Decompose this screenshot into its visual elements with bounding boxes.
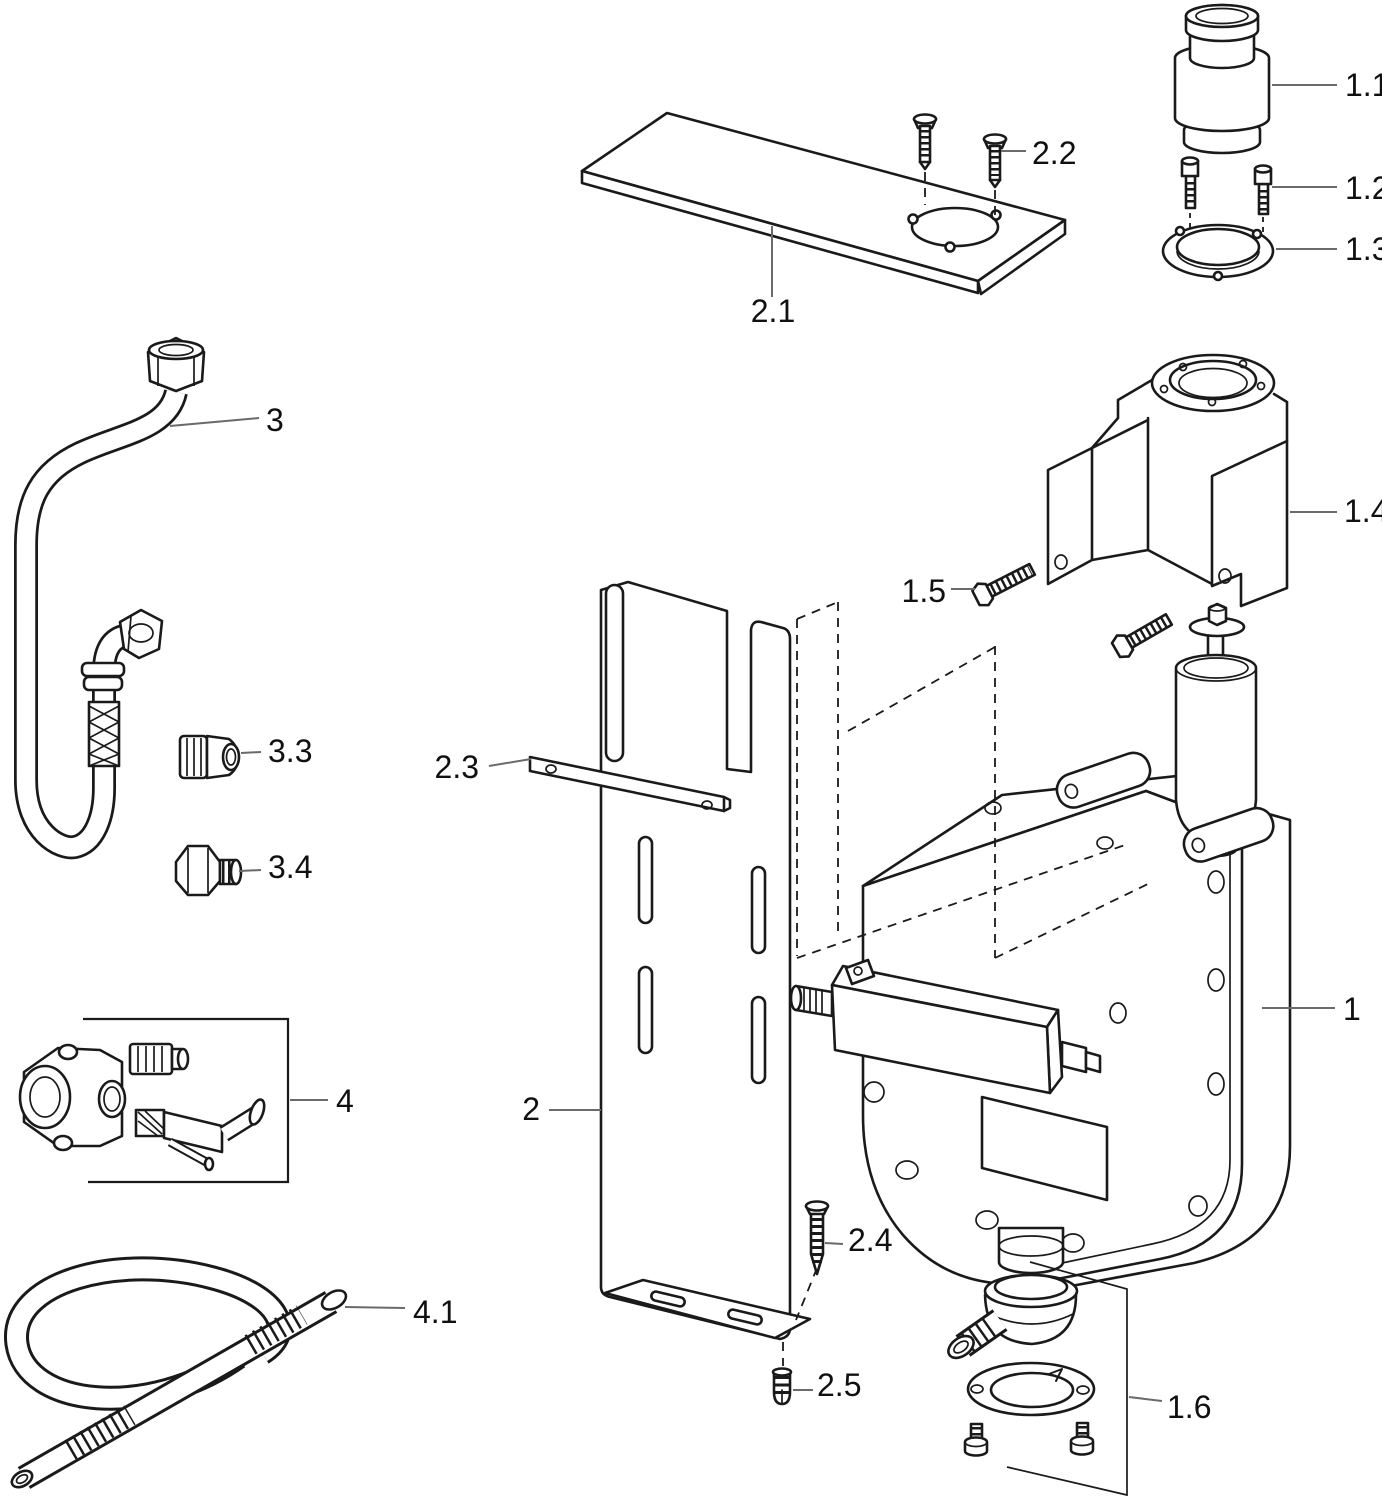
hinge-lug [1055, 751, 1152, 809]
hex-nut-icon [118, 608, 164, 660]
part-2-2-screws [912, 113, 1008, 215]
part-3-4-nut [174, 844, 243, 897]
part-label-3: 3 [266, 402, 284, 438]
part-label-2: 2 [522, 1091, 540, 1127]
kit-bracket-box [83, 1017, 290, 1184]
hex-nut-icon [146, 336, 206, 393]
part-3-connection-pipe [13, 336, 206, 860]
part-2-3-retainer-strip [528, 755, 732, 813]
projection-dashes [782, 601, 1153, 1366]
pin-and-spring [134, 1098, 266, 1172]
register-connector [1084, 1050, 1102, 1074]
cover-plate-front-edge [580, 169, 980, 295]
callouts-layer: 1.1 1.2 1.3 2.2 2.1 3 1.4 1.5 2.3 3.3 3.4 1 2 4 2.4 4.1… [169, 67, 1382, 1425]
leader-line-3.4 [238, 869, 262, 872]
cover-plate-hole [910, 206, 1000, 248]
hole-tab [990, 209, 1002, 221]
bracket-slot [637, 965, 654, 1055]
part-1-5-hex-bolt [971, 562, 1037, 607]
flathead-screw [982, 133, 1008, 215]
part-1-3-retaining-ring [1161, 223, 1275, 282]
part-label-1.4: 1.4 [1344, 493, 1382, 529]
part-label-1: 1 [1343, 991, 1361, 1027]
part-2-wall-bracket [599, 580, 812, 1341]
part-4-1-flexible-hose [4, 1256, 348, 1489]
register-tab [844, 958, 876, 986]
leader-line-1.6 [1128, 1396, 1163, 1402]
braided-section [87, 700, 121, 768]
bracket-slot [750, 865, 767, 955]
part-label-2.3: 2.3 [435, 749, 479, 785]
bracket-flange-ring [1150, 353, 1276, 413]
leader-line-2.4 [824, 1242, 844, 1245]
part-label-1.5: 1.5 [902, 573, 946, 609]
bracket-slot [637, 835, 654, 925]
hole-tab [907, 213, 919, 225]
part-label-1.1: 1.1 [1345, 67, 1382, 103]
part-label-4.1: 4.1 [413, 1294, 457, 1330]
part-1-6-outlet-set [947, 1261, 1128, 1497]
part-label-2.5: 2.5 [817, 1367, 861, 1403]
part-label-3.4: 3.4 [268, 849, 312, 885]
hole-tab [944, 241, 956, 253]
part-1-4-meter-bracket [1046, 353, 1289, 608]
part-label-1.3: 1.3 [1345, 231, 1382, 267]
hex-bolt [1110, 613, 1174, 659]
leader-line-3.3 [240, 751, 262, 754]
cover-rim-line [1047, 834, 1231, 1267]
part-label-4: 4 [336, 1083, 354, 1119]
part-label-1.6: 1.6 [1167, 1389, 1211, 1425]
part-2-1-cover-plate [580, 111, 1067, 296]
outlet-bolt [963, 1422, 989, 1457]
part-2-4-screw [804, 1200, 830, 1276]
pipe-collar [80, 661, 126, 678]
outlet-elbow [947, 1273, 1079, 1360]
socket-screw [1253, 164, 1273, 234]
outlet-bolt [1069, 1421, 1095, 1456]
bracket-panel [599, 580, 792, 1341]
ring-tab [1174, 225, 1186, 237]
part-4-service-kit [18, 1017, 290, 1184]
ring-tab [1212, 270, 1224, 282]
outlet-gasket [966, 1361, 1096, 1417]
threaded-plug [128, 1042, 190, 1076]
foot-slot [727, 1308, 763, 1326]
part-label-3.3: 3.3 [268, 733, 312, 769]
leader-line-2.3 [488, 758, 532, 767]
leader-line-3 [169, 417, 260, 427]
hinge-lug [1182, 806, 1275, 863]
group-box [1006, 1261, 1128, 1497]
cover-bolt-holes [863, 801, 1225, 1253]
bracket-right-leg [1210, 439, 1289, 608]
valve-body [18, 1043, 127, 1152]
bracket-slot [604, 583, 625, 763]
register-box [789, 958, 1102, 1095]
part-label-1.2: 1.2 [1345, 170, 1382, 206]
socket-screw [1180, 156, 1200, 231]
part-1-2-screws [1180, 156, 1273, 234]
bracket-left-leg [1046, 446, 1094, 586]
foot-slot [650, 1290, 686, 1308]
pipe-collar [82, 675, 124, 692]
part-1-1-valve-cap [1173, 3, 1271, 155]
flathead-screw [912, 113, 938, 205]
cover-plate-right-lip [976, 218, 1067, 296]
meter-label-plate [980, 1095, 1109, 1202]
bracket-slot [750, 995, 767, 1085]
ring-tab [1251, 228, 1263, 240]
part-label-2.1: 2.1 [751, 293, 795, 329]
part-label-2.4: 2.4 [848, 1222, 892, 1258]
register-connector [1060, 1040, 1088, 1074]
part-label-2.2: 2.2 [1032, 135, 1076, 171]
part-1-gas-meter [789, 602, 1292, 1296]
part-2-5-wall-plug [771, 1367, 793, 1406]
leader-line-4.1 [344, 1306, 406, 1309]
meter-outlet-stub [997, 1226, 1065, 1275]
part-3-3-adapter [178, 734, 241, 780]
